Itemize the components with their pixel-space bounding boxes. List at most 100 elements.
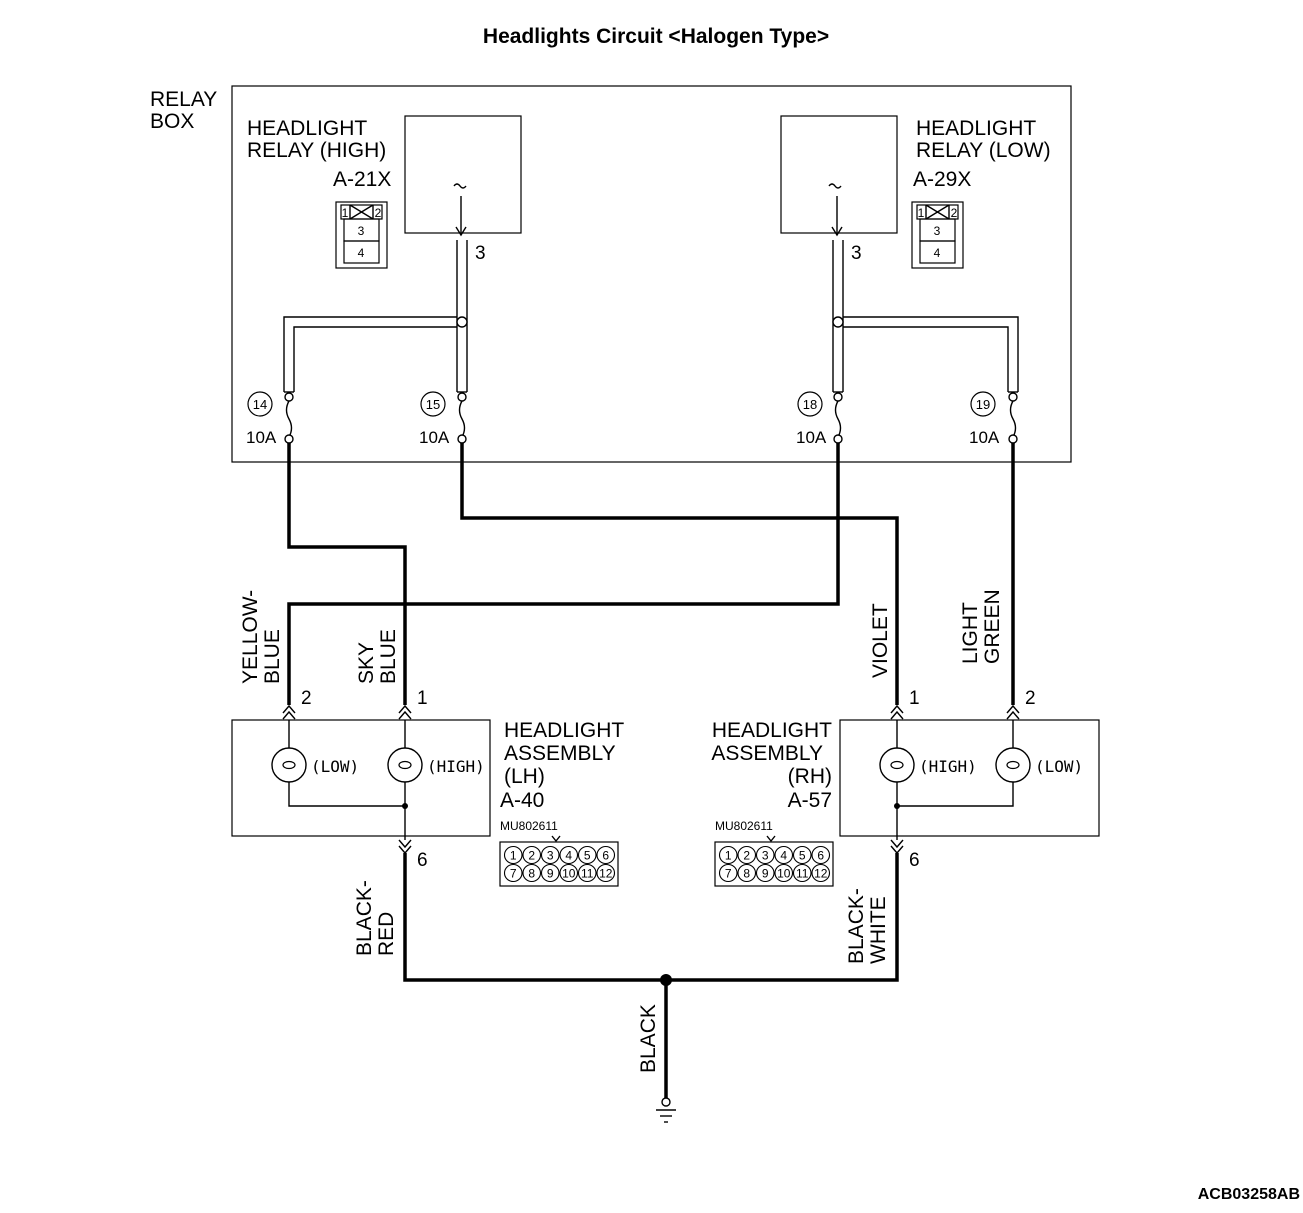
headlight-rh-connector-pin-1: 1 [725, 849, 732, 863]
headlight-lh-low-label: (LOW) [311, 757, 359, 776]
relay-low-pin-4: 4 [934, 246, 941, 260]
relay-low-body [780, 115, 898, 234]
fuse-15-rating: 10A [419, 428, 450, 447]
relay-low-internal-bus [832, 240, 1019, 393]
headlight-rh-low-pin [1006, 704, 1020, 720]
headlight-lh-connector-pin-cell [503, 845, 523, 865]
headlight-lh-name-line1: HEADLIGHT [504, 719, 624, 742]
headlight-rh-connector-pin-cell [811, 845, 831, 865]
fuse-18-number: 18 [803, 397, 817, 412]
fuse-18: 18 10A [796, 391, 843, 447]
headlight-rh-connector-pin-10: 10 [777, 867, 791, 881]
headlight-lh-connector-pin-cell [596, 845, 616, 865]
wire-label-black-white-2: WHITE [867, 896, 890, 964]
relay-low-connector-face: 1 2 3 4 [911, 201, 964, 269]
wire-violet [460, 443, 899, 705]
headlight-lh-connector-pin-cell [522, 863, 542, 883]
headlight-rh-connector-id: A-57 [788, 789, 832, 812]
fuse-19-number: 19 [976, 397, 990, 412]
headlight-rh-connector-pin-7: 7 [725, 867, 732, 881]
wire-label-light-green-1: LIGHT [959, 602, 982, 664]
relay-low-pin-2: 2 [951, 206, 958, 220]
headlight-rh-connector-pin-cell [774, 845, 794, 865]
headlight-lh-connector-pin-5: 5 [584, 849, 591, 863]
headlight-lh-name-line3: (LH) [504, 765, 545, 788]
headlight-lh-high-label: (HIGH) [427, 757, 485, 776]
headlight-lh-connector-pin-cell [503, 863, 523, 883]
relay-high-pin-3: 3 [358, 224, 365, 238]
relay-high-pin-2: 2 [375, 206, 382, 220]
relay-high-coil-symbol [453, 183, 467, 189]
headlight-lh-connector-pin-6: 6 [602, 849, 609, 863]
relay-low-name-line2: RELAY (LOW) [916, 139, 1051, 162]
headlight-lh-connector-pin-12: 12 [599, 867, 613, 881]
headlight-lh-connector-pin-cell [559, 863, 579, 883]
headlight-rh-connector-pin-12: 12 [814, 867, 828, 881]
fuse-14-rating: 10A [246, 428, 277, 447]
relay-low-pin-1: 1 [918, 206, 925, 220]
fuse-14-number: 14 [253, 397, 267, 412]
wire-label-yellow-blue-2: BLUE [261, 629, 284, 684]
headlight-rh-connector-pin-cell [718, 845, 738, 865]
wire-black-red [403, 853, 666, 982]
headlight-rh-connector-pin-cell [737, 863, 757, 883]
relay-low-coil-symbol [828, 183, 842, 189]
headlight-rh-connector-pin-cell [774, 863, 794, 883]
relay-high-body [404, 115, 522, 234]
headlight-lh-connector-pin-2: 2 [528, 849, 535, 863]
headlight-rh-connector-pin-9: 9 [762, 867, 769, 881]
headlight-lh-connector-pin-cell [577, 845, 597, 865]
headlight-lh-box [231, 719, 491, 837]
headlight-lh-connector-pin-9: 9 [547, 867, 554, 881]
wire-yellow-blue [287, 443, 840, 705]
headlight-lh-connector-pin-3: 3 [547, 849, 554, 863]
relay-high-connector-id: A-21X [333, 168, 391, 191]
relay-low-connector-id: A-29X [913, 168, 971, 191]
fuse-19-rating: 10A [969, 428, 1000, 447]
headlight-rh-connector-pin-11: 11 [796, 867, 809, 881]
headlight-lh-connector-pin-cell [522, 845, 542, 865]
headlight-rh-connector-pin-5: 5 [799, 849, 806, 863]
headlight-rh-part-number: MU802611 [715, 819, 773, 833]
headlight-rh-pin-ground-number: 6 [909, 850, 920, 871]
headlight-rh-high-pin [890, 704, 904, 720]
headlight-lh-ground-pin [398, 839, 412, 855]
wire-label-sky-blue-2: BLUE [377, 629, 400, 684]
relay-high-terminal: 3 [475, 243, 486, 264]
wire-sky-blue [287, 443, 407, 705]
fuse-19: 19 10A [969, 391, 1018, 447]
ground-splice-point [660, 974, 672, 986]
headlight-rh-connector-pin-2: 2 [743, 849, 750, 863]
headlight-rh-high-label: (HIGH) [919, 757, 977, 776]
fuse-15-number: 15 [426, 397, 440, 412]
headlight-lh-high-pin [398, 704, 412, 720]
headlight-rh-connector-pin-cell [811, 863, 831, 883]
headlight-lh-low-pin [282, 704, 296, 720]
headlight-rh-low-bulb-icon [995, 747, 1031, 783]
relay-box-label-line1: RELAY [150, 88, 217, 111]
headlight-rh-connector-pin-cell [737, 845, 757, 865]
headlight-lh-connector-pin-cell [577, 863, 597, 883]
headlight-lh-part-number: MU802611 [500, 819, 558, 833]
headlight-rh-name-line2: ASSEMBLY [711, 742, 823, 765]
relay-high-pin-1: 1 [342, 206, 349, 220]
relay-high-name-line2: RELAY (HIGH) [247, 139, 386, 162]
headlight-lh-connector-pin-7: 7 [510, 867, 517, 881]
relay-low-pin-3: 3 [934, 224, 941, 238]
ground-icon [656, 1097, 676, 1123]
headlight-rh-connector-pin-cell [755, 845, 775, 865]
headlight-lh-connector-pin-8: 8 [528, 867, 535, 881]
headlight-rh-connector-pin-3: 3 [762, 849, 769, 863]
headlight-rh-high-bulb-icon [879, 747, 915, 783]
headlight-lh-name-line2: ASSEMBLY [504, 742, 616, 765]
wire-label-black-white-1: BLACK- [845, 888, 868, 964]
wire-black-white [666, 853, 899, 982]
fuse-15: 15 10A [419, 391, 467, 447]
headlight-rh-connector-pin-cell [718, 863, 738, 883]
headlight-rh-connector-pin-cell [755, 863, 775, 883]
relay-low-terminal: 3 [851, 243, 862, 264]
headlight-lh-connector-pin-4: 4 [565, 849, 572, 863]
relay-low-name-line1: HEADLIGHT [916, 117, 1036, 140]
